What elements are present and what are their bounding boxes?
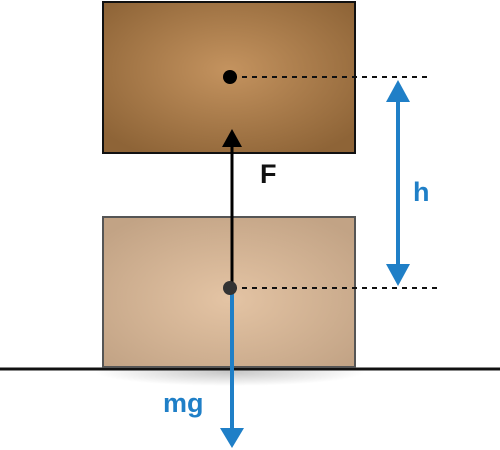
force-arrowhead	[222, 129, 242, 147]
height-label: h	[413, 177, 430, 207]
height-arrowhead-top	[386, 80, 410, 102]
weight-arrowhead	[220, 428, 244, 448]
force-label: F	[260, 159, 277, 189]
weight-arrow	[220, 288, 244, 448]
force-arrow	[222, 129, 242, 288]
center-of-mass-raised-dot	[223, 70, 237, 84]
height-arrow	[386, 80, 410, 286]
center-of-mass-initial-dot	[223, 281, 237, 295]
height-arrowhead-bottom	[386, 264, 410, 286]
weight-label: mg	[163, 388, 204, 418]
